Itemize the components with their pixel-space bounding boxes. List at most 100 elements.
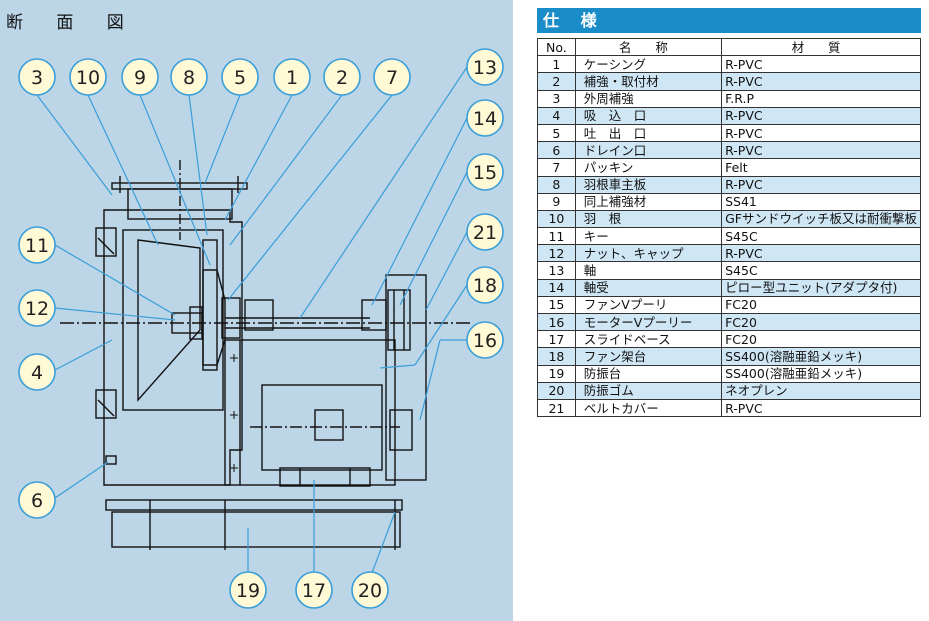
cell-material: R-PVC	[721, 55, 921, 74]
cell-name: 同上補強材	[574, 192, 723, 211]
callout-c12: 12	[18, 289, 56, 327]
cell-name: ナット、キャップ	[574, 244, 723, 263]
svg-text:8: 8	[183, 67, 195, 89]
impeller-plate	[202, 239, 218, 371]
cell-no: 2	[537, 72, 576, 91]
cell-name: 軸	[574, 261, 723, 280]
callout-c10: 10	[69, 58, 107, 96]
fan-drawing	[60, 160, 470, 550]
cell-material: FC20	[721, 330, 921, 349]
cell-no: 3	[537, 89, 576, 108]
callout-c15: 15	[466, 153, 504, 191]
cell-name: ファン架台	[574, 347, 723, 366]
cell-no: 4	[537, 106, 576, 125]
svg-text:2: 2	[336, 67, 348, 89]
svg-text:1: 1	[286, 67, 298, 89]
callout-c11: 11	[18, 226, 56, 264]
cell-material: R-PVC	[721, 123, 921, 143]
svg-text:21: 21	[473, 222, 497, 244]
callout-c5: 5	[221, 58, 259, 96]
cell-no: 18	[537, 347, 576, 366]
cell-material: SS41	[721, 192, 921, 211]
table-header-row: No. 名 称 材 質	[537, 37, 921, 57]
cell-no: 14	[537, 278, 576, 297]
callout-c6: 6	[18, 481, 56, 519]
cell-material: Felt	[721, 158, 921, 177]
cell-name: 外周補強	[574, 89, 723, 108]
cell-material: R-PVC	[721, 106, 921, 125]
cell-material: SS400(溶融亜鉛メッキ)	[721, 347, 921, 366]
cell-material: SS400(溶融亜鉛メッキ)	[721, 364, 921, 383]
cell-no: 6	[537, 141, 576, 160]
callout-c4: 4	[18, 353, 56, 391]
callout-c20: 20	[351, 571, 389, 609]
cell-no: 9	[537, 192, 576, 211]
fan-frame	[224, 339, 396, 486]
cell-no: 15	[537, 295, 576, 315]
cell-name: パッキン	[574, 158, 723, 177]
cell-name: ドレイン口	[574, 141, 723, 160]
callout-c8: 8	[170, 58, 208, 96]
svg-text:12: 12	[25, 298, 49, 320]
cell-name: 防振ゴム	[574, 381, 723, 400]
cell-no: 7	[537, 158, 576, 177]
motor-pulley	[389, 409, 413, 451]
drain-port	[105, 455, 117, 465]
callout-c18: 18	[466, 266, 504, 304]
cell-no: 8	[537, 175, 576, 194]
cell-no: 13	[537, 261, 576, 280]
svg-text:14: 14	[473, 108, 497, 130]
cell-name: ケーシング	[574, 55, 723, 74]
svg-text:7: 7	[386, 67, 398, 89]
col-header-name: 名 称	[574, 37, 723, 57]
cell-material: FC20	[721, 312, 921, 332]
svg-text:9: 9	[134, 67, 146, 89]
cell-no: 21	[537, 398, 576, 418]
callout-c7: 7	[373, 58, 411, 96]
fan-pulley	[387, 289, 411, 351]
cell-no: 12	[537, 244, 576, 263]
inlet-flange-top	[95, 227, 117, 257]
inner-casing	[122, 229, 224, 411]
cell-no: 19	[537, 364, 576, 383]
inlet-flange-bottom	[95, 389, 117, 419]
cell-name: 吐 出 口	[574, 123, 723, 143]
cell-name: モーターVプーリー	[574, 312, 723, 332]
cell-name: 防振台	[574, 364, 723, 383]
cell-no: 20	[537, 381, 576, 400]
cell-material: S45C	[721, 227, 921, 246]
vibration-base	[105, 499, 403, 511]
cell-no: 11	[537, 227, 576, 246]
callout-c1: 1	[273, 58, 311, 96]
casing-outline	[103, 209, 243, 486]
cell-name: 羽 根	[574, 209, 723, 229]
cross-section-diagram: 3 10 9 8 5 1 2 7 13 14 15 21 18 16 11 12…	[18, 48, 504, 609]
callout-c19: 19	[229, 571, 267, 609]
spec-header: 仕 様	[537, 8, 921, 33]
cell-name: ベルトカバー	[574, 398, 723, 418]
svg-text:15: 15	[473, 162, 497, 184]
callout-c16: 16	[466, 321, 504, 359]
cell-name: 軸受	[574, 278, 723, 297]
cell-name: スライドベース	[574, 330, 723, 349]
svg-text:13: 13	[473, 57, 497, 79]
svg-text:18: 18	[473, 275, 497, 297]
callout-c17: 17	[295, 571, 333, 609]
callout-c2: 2	[323, 58, 361, 96]
